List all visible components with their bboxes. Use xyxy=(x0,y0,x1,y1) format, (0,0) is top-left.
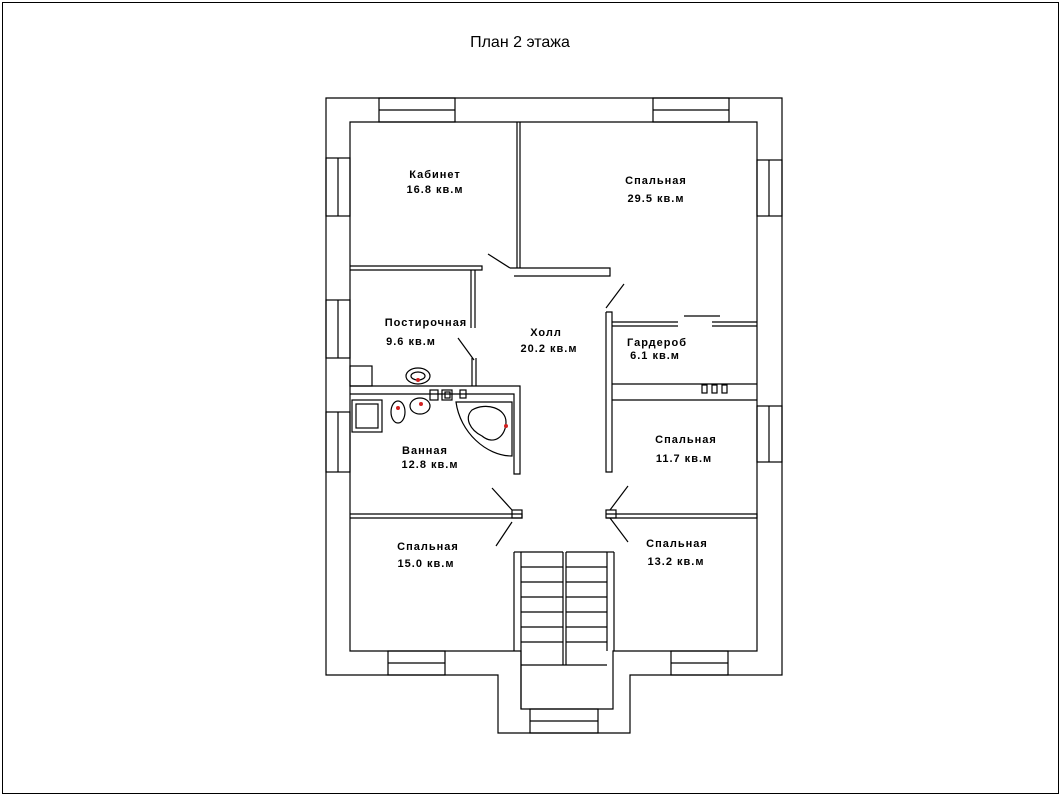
sink xyxy=(405,367,431,385)
room-hall: Холл 20.2 кв.м xyxy=(521,327,578,355)
room-bedroom-sw: Спальная 15.0 кв.м xyxy=(397,541,459,570)
door-bedroom-sw xyxy=(495,521,513,547)
room-bedroom-se: Спальная 13.2 кв.м xyxy=(646,538,708,568)
room-area: 15.0 кв.м xyxy=(398,558,455,570)
door-bedroom-main xyxy=(605,283,625,309)
inner-wall xyxy=(349,121,758,710)
bidet xyxy=(409,397,431,415)
door-bedroom-mid xyxy=(609,485,629,511)
room-laundry: Постирочная 9.6 кв.м xyxy=(385,317,467,348)
room-bedroom-mid: Спальная 11.7 кв.м xyxy=(655,434,717,465)
room-area: 9.6 кв.м xyxy=(386,336,436,348)
room-area: 6.1 кв.м xyxy=(630,350,680,362)
room-area: 20.2 кв.м xyxy=(521,343,578,355)
door-laundry xyxy=(457,337,475,361)
toilet xyxy=(390,400,406,424)
door-bath xyxy=(491,487,513,511)
door-bedroom-se xyxy=(609,517,629,543)
plan-title: План 2 этажа xyxy=(470,34,570,51)
room-area: 11.7 кв.м xyxy=(656,453,712,465)
room-bedroom-main: Спальная 29.5 кв.м xyxy=(625,175,687,205)
room-area: 13.2 кв.м xyxy=(648,556,705,568)
room-name: Кабинет xyxy=(409,169,461,181)
room-name: Постирочная xyxy=(385,317,467,329)
outer-wall xyxy=(325,97,783,734)
room-wardrobe: Гардероб 6.1 кв.м xyxy=(627,337,687,362)
shower-tray xyxy=(351,399,383,433)
room-name: Спальная xyxy=(646,538,708,550)
room-name: Спальная xyxy=(625,175,687,187)
room-area: 29.5 кв.м xyxy=(628,193,685,205)
room-name: Спальная xyxy=(655,434,717,446)
door-kabinet xyxy=(487,253,511,269)
room-name: Гардероб xyxy=(627,337,687,349)
corner-bath xyxy=(455,401,513,457)
room-area: 16.8 кв.м xyxy=(407,184,464,196)
room-bath: Ванная 12.8 кв.м xyxy=(402,445,459,471)
room-name: Холл xyxy=(530,327,562,339)
room-area: 12.8 кв.м xyxy=(402,459,459,471)
room-name: Ванная xyxy=(402,445,448,457)
room-kabinet: Кабинет 16.8 кв.м xyxy=(407,169,464,196)
room-name: Спальная xyxy=(397,541,459,553)
